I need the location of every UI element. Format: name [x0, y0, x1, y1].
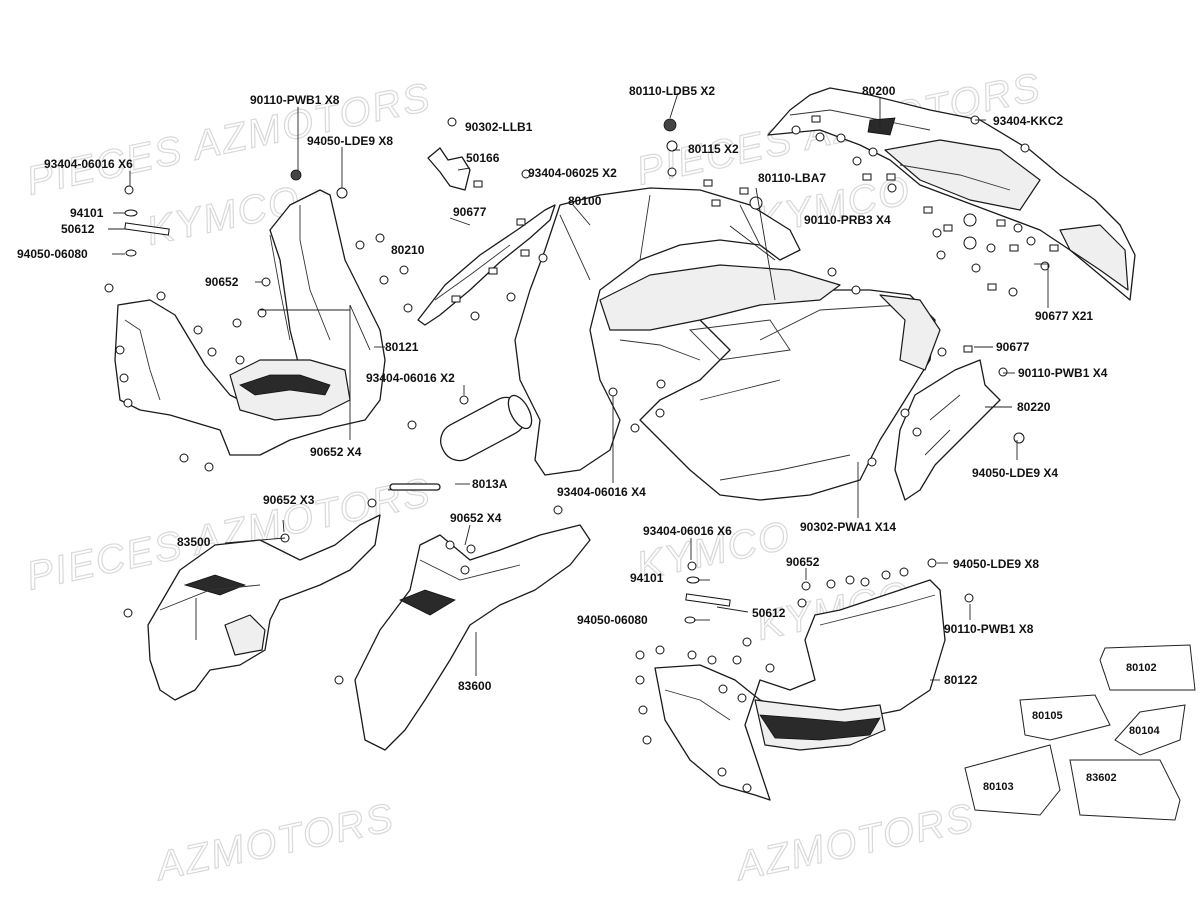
fasteners — [104, 115, 1059, 793]
part-label: 90677 — [996, 340, 1030, 354]
part-label: 80100 — [568, 194, 602, 208]
part-label: 90110-PWB1 X8 — [250, 93, 340, 107]
part-label: 93404-06016 X6 — [44, 157, 133, 171]
part-label: 94050-LDE9 X4 — [972, 466, 1058, 480]
part-label: 50612 — [61, 222, 95, 236]
watermark: AZMOTORS — [151, 795, 399, 889]
part-label: 90652 X4 — [450, 511, 502, 525]
part-label: 90110-PWB1 X8 — [944, 622, 1034, 636]
part-label: 93404-06025 X2 — [528, 166, 617, 180]
part-label: 90677 X21 — [1035, 309, 1093, 323]
part-label: 90302-PWA1 X14 — [800, 520, 896, 534]
part-80210-bracket — [417, 204, 556, 326]
part-label: 80103 — [983, 781, 1014, 793]
part-labels: 90110-PWB1 X8 90302-LLB1 80110-LDB5 X2 8… — [17, 84, 1160, 793]
part-label: 90652 — [205, 275, 239, 289]
part-label: 80115 X2 — [688, 142, 739, 156]
part-label: 80210 — [391, 243, 425, 257]
part-label: 90110-PWB1 X4 — [1018, 366, 1108, 380]
part-label: 80121 — [385, 340, 419, 354]
part-label: 80220 — [1017, 400, 1051, 414]
part-label: 94050-06080 — [17, 247, 88, 261]
part-label: 80110-LBA7 — [758, 171, 826, 185]
watermark: AZMOTORS — [731, 795, 979, 889]
part-label: 93404-06016 X4 — [557, 485, 646, 499]
part-label: 93404-06016 X2 — [366, 371, 455, 385]
part-83600-side-cover — [354, 524, 591, 751]
part-label: 90652 X3 — [263, 493, 315, 507]
part-label: 80105 — [1032, 710, 1063, 722]
part-80121-left-footrest — [114, 189, 386, 456]
part-label: 90652 — [786, 555, 820, 569]
part-80200-rear-panel — [767, 87, 1136, 301]
part-label: 93404-KKC2 — [993, 114, 1063, 128]
part-label: 80200 — [862, 84, 896, 98]
part-label: 8013A — [472, 477, 508, 491]
part-label: 80110-LDB5 X2 — [629, 84, 715, 98]
part-80122-right-footrest — [654, 579, 946, 801]
part-label: 83602 — [1086, 772, 1117, 784]
part-label: 83600 — [458, 679, 492, 693]
part-83500-side-cover — [147, 514, 381, 701]
part-label: 80122 — [944, 673, 978, 687]
part-80220-bracket — [894, 359, 1001, 501]
part-label: 94101 — [630, 571, 664, 585]
part-label: 80102 — [1126, 662, 1157, 674]
part-50166-bracket — [427, 147, 471, 191]
part-label: 83500 — [177, 535, 211, 549]
part-label: 90110-PRB3 X4 — [804, 213, 891, 227]
part-label: 94050-LDE9 X8 — [953, 557, 1039, 571]
decal-stickers — [964, 644, 1196, 821]
part-80100-rear-fender — [514, 187, 941, 501]
part-label: 90302-LLB1 — [465, 120, 533, 134]
part-label: 90677 — [453, 205, 487, 219]
leader-lines — [108, 92, 1049, 681]
part-label: 94101 — [70, 206, 104, 220]
part-label: 90652 X4 — [310, 445, 362, 459]
part-8013A-tool-tube — [387, 394, 533, 491]
part-label: 50612 — [752, 606, 786, 620]
part-label: 93404-06016 X6 — [643, 524, 732, 538]
part-label: 94050-LDE9 X8 — [307, 134, 393, 148]
part-label: 50166 — [466, 151, 500, 165]
part-label: 94050-06080 — [577, 613, 648, 627]
part-label: 80104 — [1129, 725, 1160, 737]
